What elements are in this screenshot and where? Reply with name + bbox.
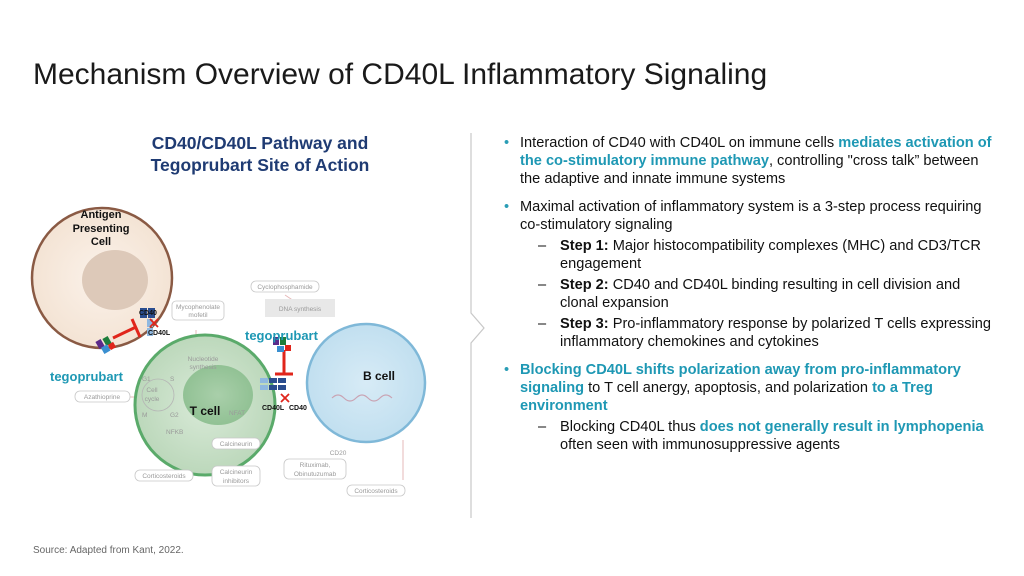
bullet-1-text-end: , controlling "cross talk” between the a… [520,153,979,187]
sub-bullet-lymphopenia: – Blocking CD40L thus does not generally… [498,418,998,454]
calcineurin-box [211,437,261,450]
bullet-3-highlight: Blocking CD40L shifts polarization away … [520,362,961,396]
rituximab-label-1: Rituximab, [300,462,331,469]
bullet-3-highlight-2: to a Treg environment [520,380,933,414]
bullet-1: • Interaction of CD40 with CD40L on immu… [498,134,998,188]
step-1-label: Step 1: [560,238,609,254]
cd20-label: CD20 [330,450,347,457]
calcineurin-inhibitors-box [211,465,261,487]
tegoprubart-left-antibody-icon [95,336,117,354]
cd40-pathway-diagram: Antigen Presenting Cell B cell T cell Nu… [30,206,427,497]
nucleotide-label-2: synthesis [189,364,217,371]
step-2-item: – Step 2: CD40 and CD40L binding resulti… [498,276,998,312]
cell-cycle-label-1: Cell [146,387,158,394]
sub-bullet-highlight: does not generally result in lymphopenia [699,419,984,435]
dna-synthesis-box [265,299,335,317]
dna-synthesis-label: DNA synthesis [279,306,322,313]
bullet-3: • Blocking CD40L shifts polarization awa… [498,361,998,454]
calcineurin-inhibitors-label-1: Calcineurin [220,469,253,476]
step-3-item: – Step 3: Pro-inflammatory response by p… [498,315,998,351]
diagram-title-line1: CD40/CD40L Pathway and [151,133,369,153]
step-1-item: – Step 1: Major histocompatibility compl… [498,237,998,273]
panel-divider [470,133,485,518]
tegoprubart-left-label: tegoprubart [50,369,124,384]
diagram-title-line2: Tegoprubart Site of Action [150,155,370,175]
step-2-text: CD40 and CD40L binding resulting in cell… [560,277,961,311]
corticosteroids-right-label: Corticosteroids [354,488,398,495]
b-cell-label: B cell [363,369,395,383]
mycophenolate-label-2: mofetil [188,312,208,319]
bullet-1-highlight: mediates activation of the co-stimulator… [520,135,992,169]
g2-label: G2 [170,412,179,419]
step-3-text: Pro-inflammatory response by polarized T… [560,316,991,350]
dna-strand [331,394,393,402]
cyclophosphamide-box [250,280,320,293]
nfkb-label: NFKB [166,429,183,436]
bullet-2-text: Maximal activation of inflammatory syste… [520,199,982,233]
tegoprubart-right-label: tegoprubart [245,328,319,343]
calcineurin-label: Calcineurin [220,441,253,448]
apc-label-1: Antigen [81,209,122,221]
azathioprine-box [74,390,131,403]
inhibitor-right-icon [275,350,293,376]
dash: – [538,316,547,332]
bullet-1-text: Interaction of CD40 with CD40L on immune… [520,135,839,151]
s-label: S [170,376,175,383]
g1-label: G1 [142,376,151,383]
step-2-label: Step 2: [560,277,609,293]
bullet-dot: • [504,199,510,215]
cell-cycle-label-2: cycle [145,396,160,403]
cd40-right-label: CD40 [289,405,307,412]
corticosteroids-left-label: Corticosteroids [142,473,186,480]
source-citation: Source: Adapted from Kant, 2022. [33,545,184,556]
apc-label-2: Presenting [73,223,130,235]
block-x-right-icon [280,393,290,403]
tegoprubart-right-antibody-icon [273,337,291,352]
nucleotide-label-1: Nucleotide [188,356,219,363]
bullet-dot: • [504,362,510,378]
mycophenolate-box [171,300,225,321]
bullet-3-text: to T cell anergy, apoptosis, and polariz… [584,380,873,396]
receptor-pair-right [260,378,286,390]
slide-title: Mechanism Overview of CD40L Inflammatory… [33,58,768,91]
dash: – [538,238,547,254]
cd40l-right-label: CD40L [262,405,285,412]
b-cell [305,322,427,444]
t-cell-nucleus [183,365,253,425]
m-label: M [142,412,147,419]
dash: – [538,277,547,293]
bullet-2: • Maximal activation of inflammatory sys… [498,198,998,351]
apc-nucleus [82,250,148,310]
t-cell-label: T cell [190,404,221,418]
receptor-pair-top [140,308,155,336]
corticosteroids-right-box [346,484,406,497]
apc-label-3: Cell [91,236,111,248]
sub-bullet-text: Blocking CD40L thus [560,419,700,435]
rituximab-label-2: Obinutuzumab [294,471,337,478]
step-3-label: Step 3: [560,316,609,332]
nfat-label: NFAT [229,410,245,417]
dash: – [538,419,547,435]
mycophenolate-label-1: Mycophenolate [176,304,220,311]
calcineurin-inhibitors-label-2: inhibitors [223,478,250,485]
bullet-list: • Interaction of CD40 with CD40L on immu… [498,134,998,464]
diagram-title: CD40/CD40L Pathway and Tegoprubart Site … [100,132,420,176]
cyclophosphamide-label: Cyclophosphamide [257,284,313,291]
step-1-text: Major histocompatibility complexes (MHC)… [560,238,981,272]
cell-cycle-ring [141,378,175,412]
bullet-dot: • [504,135,510,151]
inhibitor-top-icon [112,318,142,340]
corticosteroids-left-box [134,469,194,482]
rituximab-box [283,458,347,480]
block-x-top-icon [149,318,159,328]
cd40l-top-label: CD40L [148,330,171,337]
cd40-top-label: CD40 [139,310,157,317]
sub-bullet-text-end: often seen with immunosuppressive agents [560,437,840,453]
azathioprine-label: Azathioprine [84,394,121,401]
